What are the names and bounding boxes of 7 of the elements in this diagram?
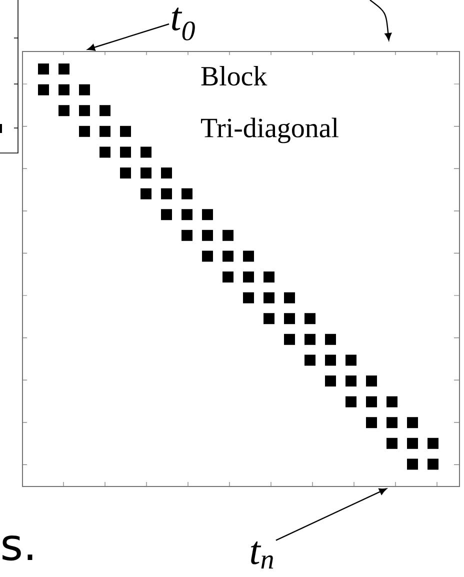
matrix-frame: Block Tri-diagonal [22, 51, 460, 487]
arrow [87, 23, 170, 51]
arrow [370, 0, 392, 40]
text-fragment: s. [2, 535, 32, 561]
arrow [276, 488, 387, 541]
time-label: t$_{n}$ [251, 541, 274, 569]
time-label: t$_{0}$ [172, 8, 195, 40]
